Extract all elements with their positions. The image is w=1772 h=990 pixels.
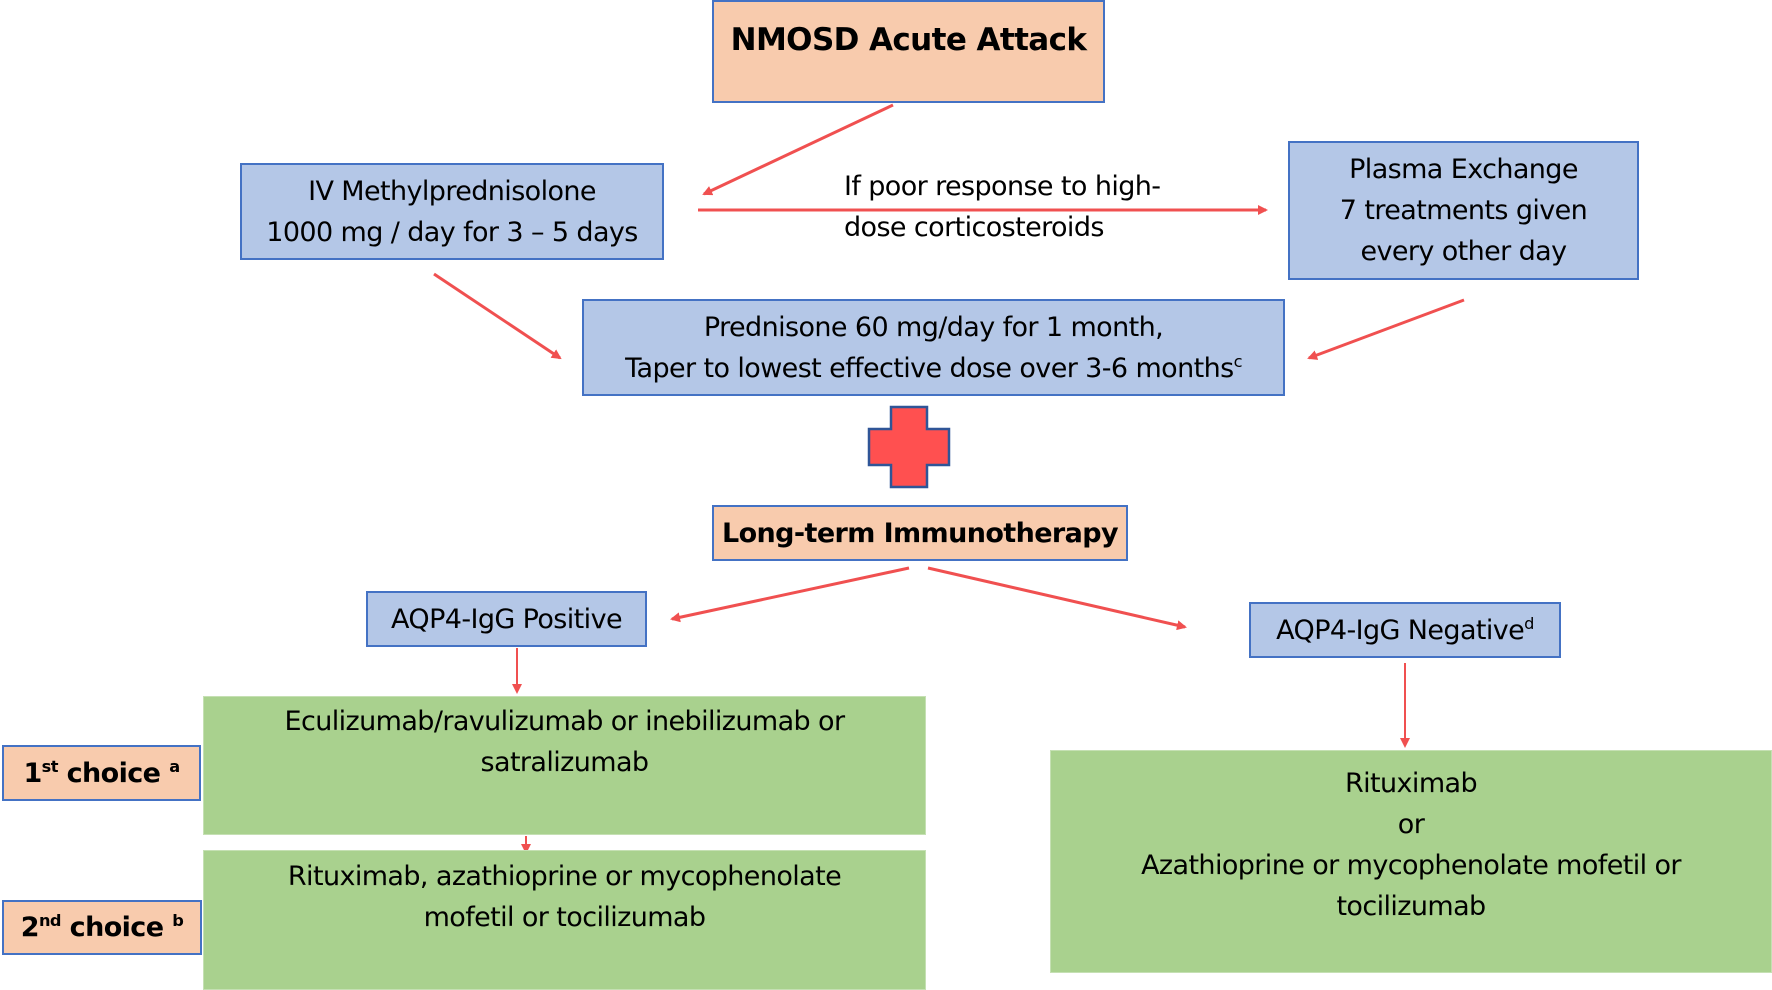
neg-treatment-line-4: tocilizumab bbox=[1336, 891, 1486, 922]
first-line-pos-line-2: satralizumab bbox=[480, 747, 650, 778]
node-second-line-positive: Rituximab, azathioprine or mycophenolate… bbox=[203, 850, 926, 990]
arrow-iv-to-prednisone bbox=[433, 272, 562, 360]
first-choice-text: choice bbox=[57, 757, 170, 789]
second-choice-text: choice bbox=[60, 912, 173, 943]
node-prednisone: Prednisone 60 mg/day for 1 month, Taper … bbox=[582, 299, 1285, 396]
long-term-label: Long-term Immunotherapy bbox=[722, 517, 1119, 549]
aqp4-positive-label: AQP4-IgG Positive bbox=[391, 603, 623, 635]
node-aqp4-positive: AQP4-IgG Positive bbox=[366, 591, 647, 647]
second-choice-label: 2nd choice b bbox=[20, 907, 184, 948]
arrow-plasma-to-prednisone bbox=[1307, 298, 1465, 360]
aqp4-negative-label: AQP4-IgG Negatived bbox=[1276, 610, 1534, 651]
prednisone-line-2-text: Taper to lowest effective dose over 3-6 … bbox=[625, 352, 1234, 384]
node-acute-attack: NMOSD Acute Attack bbox=[712, 0, 1105, 103]
edge-label-poor-response: If poor response to high- dose corticost… bbox=[844, 166, 1161, 248]
arrow-attack-to-iv bbox=[702, 103, 894, 196]
iv-line-1: IV Methylprednisolone bbox=[308, 175, 596, 207]
aqp4-negative-text: AQP4-IgG Negative bbox=[1276, 614, 1525, 646]
label-first-choice: 1st choice a bbox=[2, 745, 201, 801]
arrow-longterm-to-positive bbox=[670, 566, 910, 623]
iv-line-2: 1000 mg / day for 3 – 5 days bbox=[266, 216, 638, 248]
node-long-term-immunotherapy: Long-term Immunotherapy bbox=[712, 505, 1128, 561]
second-line-pos-line-1: Rituximab, azathioprine or mycophenolate bbox=[287, 861, 842, 892]
neg-treatment-line-1: Rituximab bbox=[1344, 768, 1478, 799]
label-second-choice: 2nd choice b bbox=[2, 900, 202, 955]
first-choice-label: 1st choice a bbox=[23, 753, 180, 794]
node-plasma-exchange: Plasma Exchange 7 treatments given every… bbox=[1288, 141, 1639, 280]
footnote-a: a bbox=[169, 756, 180, 776]
plasma-line-1: Plasma Exchange bbox=[1349, 154, 1578, 185]
node-negative-treatment: Rituximab or Azathioprine or mycophenola… bbox=[1050, 750, 1772, 973]
footnote-c: c bbox=[1233, 351, 1243, 371]
poor-response-line-2: dose corticosteroids bbox=[844, 212, 1104, 243]
prednisone-line-1: Prednisone 60 mg/day for 1 month, bbox=[703, 311, 1164, 343]
node-aqp4-negative: AQP4-IgG Negatived bbox=[1249, 602, 1561, 658]
first-choice-num: 1 bbox=[23, 757, 42, 789]
plus-cross-icon bbox=[867, 405, 951, 489]
first-choice-ordinal: st bbox=[41, 756, 59, 776]
node-first-line-positive: Eculizumab/ravulizumab or inebilizumab o… bbox=[203, 696, 926, 835]
neg-treatment-line-2: or bbox=[1397, 809, 1425, 840]
footnote-d: d bbox=[1524, 613, 1534, 633]
node-acute-attack-label: NMOSD Acute Attack bbox=[730, 22, 1087, 58]
plasma-line-2: 7 treatments given bbox=[1339, 195, 1588, 226]
neg-treatment-line-3: Azathioprine or mycophenolate mofetil or bbox=[1141, 850, 1681, 881]
second-choice-num: 2 bbox=[20, 912, 40, 943]
arrow-longterm-to-negative bbox=[927, 566, 1187, 631]
plasma-line-3: every other day bbox=[1360, 236, 1567, 267]
first-line-pos-line-1: Eculizumab/ravulizumab or inebilizumab o… bbox=[284, 706, 846, 737]
prednisone-line-2: Taper to lowest effective dose over 3-6 … bbox=[625, 348, 1242, 389]
footnote-b: b bbox=[172, 911, 184, 930]
second-choice-ordinal: nd bbox=[38, 911, 62, 930]
poor-response-line-1: If poor response to high- bbox=[844, 171, 1161, 202]
node-iv-methylprednisolone: IV Methylprednisolone 1000 mg / day for … bbox=[240, 163, 664, 260]
second-line-pos-line-2: mofetil or tocilizumab bbox=[423, 902, 706, 933]
